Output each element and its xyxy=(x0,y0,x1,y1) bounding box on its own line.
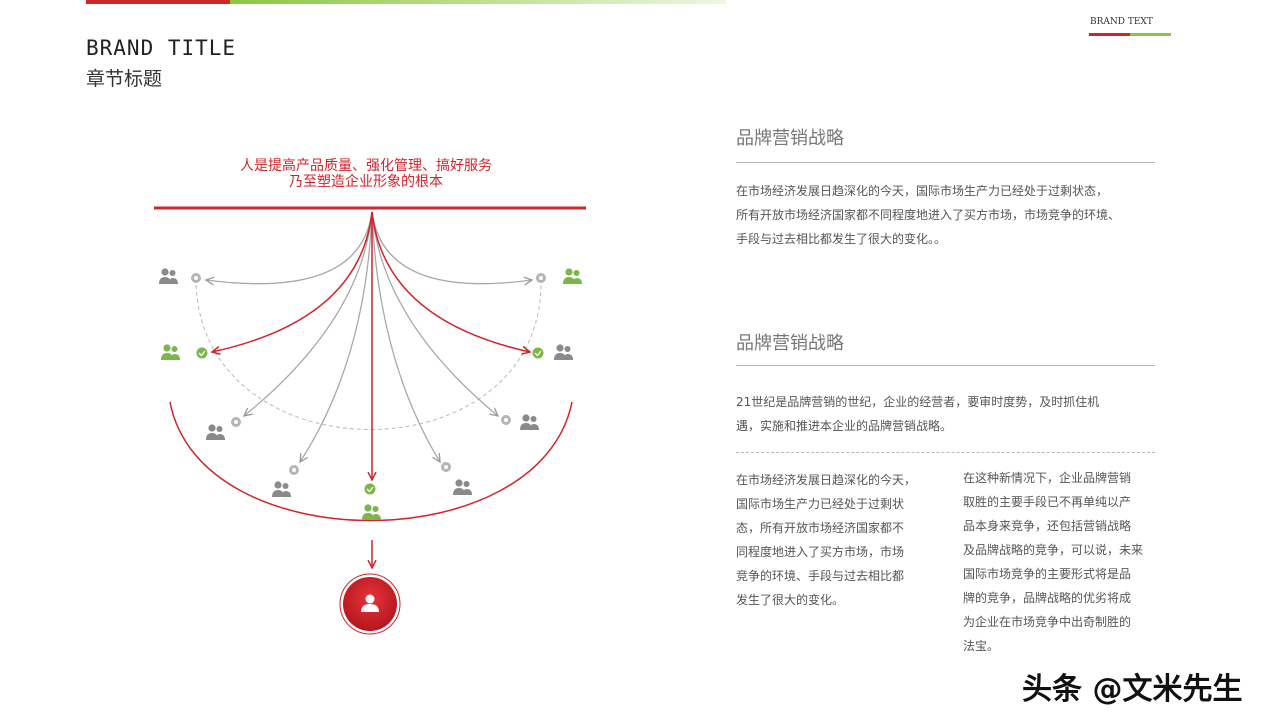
section1-paragraph: 在市场经济发展日趋深化的今天，国际市场生产力已经处于过剩状态， 所有开放市场经济… xyxy=(736,179,1166,251)
people-icon xyxy=(362,504,381,520)
section2-divider xyxy=(736,365,1155,366)
section2-line: 遇，实施和推进本企业的品牌营销战略。 xyxy=(736,419,953,433)
flow-curve-gray xyxy=(371,211,532,284)
people-icon xyxy=(563,268,582,284)
flow-curve-red xyxy=(371,211,530,352)
left-column-line: 在市场经济发展日趋深化的今天， xyxy=(736,473,917,487)
top-accent-bar xyxy=(86,0,726,4)
brand-text: BRAND TEXT xyxy=(1090,17,1153,27)
result-person-circle xyxy=(339,573,401,635)
watermark: 头条 @文米先生 xyxy=(1022,672,1243,707)
node-dot-gray xyxy=(231,417,241,427)
right-column-line: 及品牌战略的竞争，可以说，未来 xyxy=(963,543,1144,557)
right-column-line: 在这种新情况下，企业品牌营销 xyxy=(963,471,1132,485)
node-dot-green xyxy=(196,347,208,359)
people-icon xyxy=(272,481,291,497)
people-icon xyxy=(159,268,178,284)
people-icon xyxy=(161,344,180,360)
right-column-line: 国际市场竞争的主要形式将是品 xyxy=(963,567,1132,581)
node-dot-gray xyxy=(191,273,201,283)
right-column-line: 为企业在市场竞争中出奇制胜的 xyxy=(963,615,1132,629)
section1-line: 在市场经济发展日趋深化的今天，国际市场生产力已经处于过剩状态， xyxy=(736,184,1109,198)
left-column-line: 发生了很大的变化。 xyxy=(736,593,845,607)
node-dot-gray xyxy=(289,465,299,475)
people-icon xyxy=(206,424,225,440)
flow-curve-gray xyxy=(206,211,373,284)
section2-title: 品牌营销战略 xyxy=(736,333,844,354)
left-column-line: 同程度地进入了买方市场，市场 xyxy=(736,545,905,559)
brand-title: BRAND TITLE xyxy=(86,36,237,60)
diagram-caption-line1: 人是提高产品质量、强化管理、搞好服务 xyxy=(240,158,492,174)
node-dot-gray xyxy=(536,273,546,283)
chapter-title: 章节标题 xyxy=(86,68,163,90)
left-column-line: 态，所有开放市场经济国家都不 xyxy=(736,521,905,535)
node-dot-green xyxy=(532,347,544,359)
flow-curve-gray xyxy=(371,211,440,462)
person-icon xyxy=(361,594,379,612)
people-icon xyxy=(520,414,539,430)
section1-title: 品牌营销战略 xyxy=(736,128,844,149)
section2-dashed-divider xyxy=(736,452,1155,453)
section1-line: 手段与过去相比都发生了很大的变化。。 xyxy=(736,232,947,246)
people-icon xyxy=(554,344,573,360)
right-column-line: 取胜的主要手段已不再单纯以产 xyxy=(963,495,1132,509)
section2-paragraph: 21世纪是品牌营销的世纪，企业的经营者，要审时度势，及时抓住机 遇，实施和推进本… xyxy=(736,390,1166,438)
outer-red-arc xyxy=(169,401,573,522)
brand-text-bar xyxy=(1089,33,1171,36)
left-column-line: 竞争的环境、手段与过去相比都 xyxy=(736,569,905,583)
node-arc-dashed xyxy=(195,277,542,430)
section1-divider xyxy=(736,162,1155,163)
left-column-line: 国际市场生产力已经处于过剩状 xyxy=(736,497,905,511)
diagram-caption-line2: 乃至塑造企业形象的根本 xyxy=(289,174,443,190)
node-dot-gray xyxy=(441,462,451,472)
right-column-line: 品本身来竞争，还包括营销战略 xyxy=(963,519,1132,533)
flow-curve-gray xyxy=(371,211,498,416)
people-icon xyxy=(453,479,472,495)
node-dot-gray xyxy=(501,415,511,425)
section1-line: 所有开放市场经济国家都不同程度地进入了买方市场，市场竞争的环境、 xyxy=(736,208,1121,222)
node-dot-green xyxy=(364,483,376,495)
flow-curve-gray xyxy=(300,211,373,462)
section2-left-column: 在市场经济发展日趋深化的今天， 国际市场生产力已经处于过剩状 态，所有开放市场经… xyxy=(736,468,936,612)
flow-curve-gray xyxy=(244,211,373,416)
flow-curve-red xyxy=(212,211,373,352)
distribution-diagram xyxy=(154,206,586,635)
right-column-line: 法宝。 xyxy=(963,639,1000,653)
right-column-line: 牌的竞争，品牌战略的优劣将成 xyxy=(963,591,1132,605)
section2-right-column: 在这种新情况下，企业品牌营销 取胜的主要手段已不再单纯以产 品本身来竞争，还包括… xyxy=(963,466,1163,658)
section2-line: 21世纪是品牌营销的世纪，企业的经营者，要审时度势，及时抓住机 xyxy=(736,395,1100,409)
